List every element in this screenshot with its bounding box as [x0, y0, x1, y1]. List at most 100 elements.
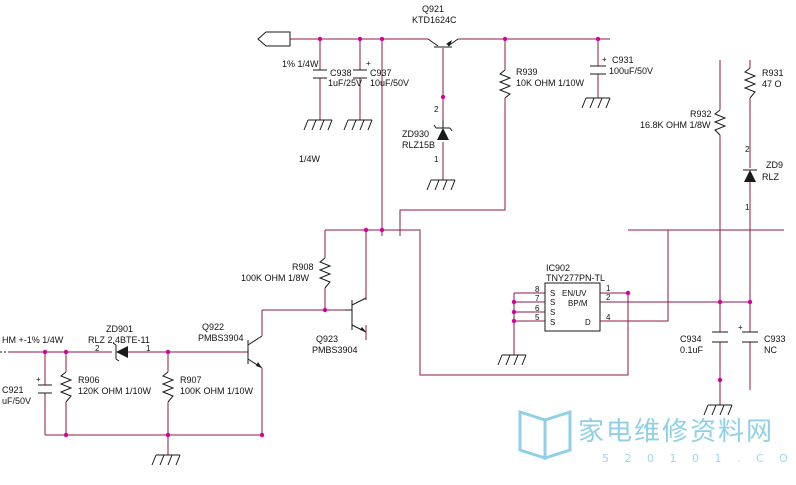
- zd-right-pin-a: 2: [745, 145, 750, 154]
- svg-text:+: +: [36, 375, 41, 384]
- q922-transistor-icon: [247, 335, 263, 369]
- r907-value: 100K OHM 1/10W: [180, 386, 254, 396]
- watermark-url: 5 2 0 1 0 1 . C O M: [602, 452, 796, 465]
- ic-pin-num: 6: [535, 304, 540, 313]
- ic-pin-num: 4: [606, 313, 611, 322]
- q923-part: PMBS3904: [312, 345, 358, 355]
- book-logo-icon: [518, 409, 572, 461]
- c934-ref: C934: [680, 334, 702, 344]
- q922-part: PMBS3904: [198, 333, 244, 343]
- zd-right-ref: ZD9: [766, 160, 783, 170]
- r908-resistor-icon: [318, 257, 332, 289]
- ic-pin-name: EN/UV: [562, 289, 587, 298]
- junction-dot: [595, 36, 601, 42]
- r908-value: 100K OHM 1/8W: [241, 273, 310, 283]
- c934-capacitor-icon: [712, 331, 728, 343]
- ground-icon: [497, 354, 527, 366]
- wire-q922-collector: [261, 309, 325, 336]
- ic-pin-num: 7: [535, 294, 540, 303]
- junction-dot: [625, 290, 631, 296]
- junction-dot: [317, 36, 323, 42]
- zd930-pin-a: 2: [434, 105, 439, 114]
- ic902-body: [544, 282, 601, 332]
- zd901-part: RLZ 2.4BTE-11: [88, 335, 150, 345]
- zd901-pin-a: 2: [95, 344, 100, 353]
- c937-value: 10uF/50V: [370, 78, 409, 88]
- ic902-part: TNY277PN-TL: [546, 273, 605, 283]
- zd-right-pin-k: 1: [745, 203, 750, 212]
- junction-dot: [717, 299, 723, 305]
- r906-ref: R906: [78, 375, 100, 385]
- wires: [8, 38, 784, 455]
- r908-ref: R908: [292, 262, 314, 272]
- watermark-text: 家电维修资料网: [578, 417, 774, 447]
- svg-text:+: +: [738, 323, 743, 332]
- ic-pin-name: S: [550, 289, 555, 298]
- junction-dot: [42, 349, 48, 355]
- junction-dot: [165, 432, 171, 438]
- r932-ref: R932: [690, 109, 712, 119]
- r906-resistor-icon: [59, 371, 73, 403]
- ground-symbols: [151, 97, 733, 466]
- ground-icon: [426, 179, 456, 191]
- junction-dot: [363, 227, 369, 233]
- junctions: [42, 36, 753, 438]
- r931-ref: R931: [762, 68, 784, 78]
- r932-resistor-icon: [713, 109, 727, 136]
- ic-pin-num: 5: [535, 313, 540, 322]
- r931-value: 47 O: [762, 79, 782, 89]
- note-left-edge: HM +-1% 1/4W: [2, 335, 64, 345]
- c931-value: 100uF/50V: [609, 66, 653, 76]
- note-pct-quarter: 1% 1/4W: [282, 59, 319, 69]
- ic-pin-num: 2: [606, 293, 611, 302]
- q921-ref: Q921: [422, 4, 444, 14]
- junction-dot: [502, 36, 508, 42]
- r907-resistor-icon: [161, 371, 175, 403]
- ic-pin-name: S: [550, 298, 555, 307]
- ic-pin-num: 1: [606, 284, 611, 293]
- junction-dot: [511, 318, 517, 324]
- zd930-ref: ZD930: [402, 129, 429, 139]
- junction-dot: [717, 377, 723, 383]
- ic902-ref: IC902: [546, 263, 570, 273]
- q921-transistor-icon: [427, 38, 459, 48]
- junction-dot: [165, 349, 171, 355]
- r939-value: 10K OHM 1/10W: [516, 78, 585, 88]
- q923-ref: Q923: [316, 334, 338, 344]
- r932-value: 16.8K OHM 1/8W: [640, 120, 711, 130]
- q922-ref: Q922: [202, 322, 224, 332]
- ground-icon: [703, 404, 733, 416]
- c921-capacitor-icon: +: [36, 375, 52, 394]
- input-arrow-icon: [257, 31, 291, 47]
- watermark: 家电维修资料网 5 2 0 1 0 1 . C O M: [518, 409, 796, 465]
- wire-r939: [399, 39, 506, 236]
- junction-dot: [322, 307, 328, 313]
- c933-capacitor-icon: +: [738, 323, 758, 343]
- zd901-pin-k: 1: [146, 344, 151, 353]
- ground-icon: [343, 119, 373, 131]
- r939-ref: R939: [516, 67, 538, 77]
- zd930-zener-icon: [433, 120, 453, 140]
- junction-dot: [379, 36, 385, 42]
- junction-dot: [440, 94, 446, 100]
- svg-text:+: +: [366, 59, 371, 68]
- c931-ref: C931: [612, 55, 634, 65]
- c937-capacitor-icon: +: [353, 59, 371, 79]
- c938-value: 1uF/25V: [328, 78, 362, 88]
- c938-capacitor-icon: [313, 69, 327, 79]
- junction-dot: [63, 349, 69, 355]
- q921-part: KTD1624C: [412, 15, 457, 25]
- junction-dot: [747, 299, 753, 305]
- ground-icon: [151, 454, 181, 466]
- c933-ref: C933: [764, 334, 786, 344]
- svg-text:+: +: [602, 55, 607, 64]
- zd-right-zener-icon: [743, 169, 757, 182]
- c938-ref: C938: [330, 68, 352, 78]
- zd930-pin-k: 1: [434, 155, 439, 164]
- zd930-part: RLZ15B: [402, 140, 435, 150]
- junction-dot: [63, 432, 69, 438]
- labels: Q921 KTD1624C 1% 1/4W C938 1uF/25V C937 …: [2, 4, 786, 406]
- r931-resistor-icon: [743, 67, 757, 99]
- ic-pin-num: 8: [535, 285, 540, 294]
